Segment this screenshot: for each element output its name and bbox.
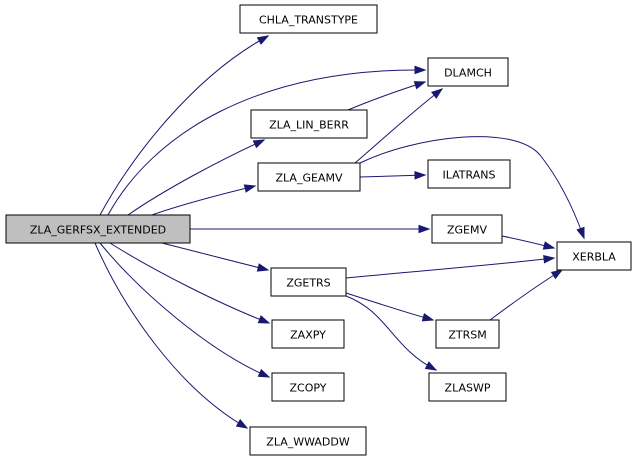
node-box[interactable] — [257, 162, 361, 192]
node-label: ZCOPY — [290, 382, 327, 395]
edge-zla-gerfsx-extended-to-zla-geamv — [151, 184, 257, 216]
edge-zla-gerfsx-extended-to-chla-transtype — [99, 35, 270, 216]
edges-layer — [94, 35, 585, 429]
node-zla-lin-berr[interactable]: ZLA_LIN_BERR — [250, 109, 368, 139]
node-label: XERBLA — [572, 251, 616, 264]
node-box[interactable] — [271, 372, 345, 402]
node-box[interactable] — [431, 214, 503, 244]
edge-arrowhead — [414, 65, 427, 75]
node-dlamch[interactable]: DLAMCH — [427, 57, 509, 87]
edge-arrowhead — [550, 269, 564, 280]
node-label: ZLA_GEAMV — [276, 172, 343, 185]
edge-line — [99, 35, 269, 216]
edge-zla-gerfsx-extended-to-zcopy — [99, 242, 271, 378]
node-box[interactable] — [435, 319, 500, 349]
edge-zgetrs-to-xerbla — [345, 254, 556, 279]
edge-line — [94, 242, 248, 429]
node-box[interactable] — [239, 4, 378, 34]
edge-arrowhead — [421, 312, 435, 322]
node-box[interactable] — [427, 57, 509, 87]
node-label: ZGETRS — [286, 277, 330, 290]
edge-zla-geamv-to-dlamch — [354, 88, 444, 164]
node-label: ILATRANS — [443, 169, 496, 182]
node-box[interactable] — [428, 372, 507, 402]
edge-line — [354, 88, 443, 164]
edge-arrowhead — [256, 263, 270, 272]
edge-line — [347, 81, 426, 111]
edge-arrowhead — [543, 254, 556, 264]
node-zla-wwaddw[interactable]: ZLA_WWADDW — [249, 426, 367, 456]
edge-ztrsm-to-xerbla — [489, 269, 564, 321]
edge-line — [345, 257, 555, 279]
node-label: ZLASWP — [445, 382, 491, 395]
edge-zla-gerfsx-extended-to-zgetrs — [161, 242, 270, 272]
node-label: DLAMCH — [444, 67, 492, 80]
edge-line — [151, 185, 256, 216]
edge-line — [99, 242, 270, 378]
edge-line — [161, 242, 269, 271]
node-ilatrans[interactable]: ILATRANS — [427, 159, 511, 189]
node-box[interactable] — [556, 241, 632, 271]
node-label: CHLA_TRANSTYPE — [259, 14, 358, 27]
edge-zla-gerfsx-extended-to-zla-wwaddw — [94, 242, 249, 429]
edge-line — [489, 269, 563, 321]
node-label: ZLA_LIN_BERR — [269, 119, 349, 132]
node-label: ZLA_GERFSX_EXTENDED — [30, 224, 166, 237]
edge-arrowhead — [243, 184, 257, 193]
node-label: ZTRSM — [448, 329, 486, 342]
edge-arrowhead — [542, 241, 556, 250]
node-label: ZGEMV — [447, 224, 488, 237]
nodes-layer: ZLA_GERFSX_EXTENDED CHLA_TRANSTYPE DLAMCH Z… — [5, 4, 632, 456]
edge-zla-geamv-to-ilatrans — [359, 171, 427, 180]
node-label: ZAXPY — [290, 329, 326, 342]
edge-line — [127, 139, 265, 216]
node-zgetrs[interactable]: ZGETRS — [270, 267, 347, 297]
edge-zla-gerfsx-extended-to-zla-lin-berr — [127, 139, 266, 216]
edge-zgetrs-to-ztrsm — [345, 292, 435, 322]
edge-zla-gerfsx-extended-to-zaxpy — [109, 242, 271, 324]
node-xerbla[interactable]: XERBLA — [556, 241, 632, 271]
edge-arrowhead — [431, 88, 444, 99]
edge-arrowhead — [235, 418, 249, 429]
edge-arrowhead — [252, 139, 266, 149]
node-label: ZLA_WWADDW — [266, 436, 350, 449]
edge-arrowhead — [257, 315, 271, 324]
edge-zla-lin-berr-to-dlamch — [347, 81, 427, 111]
edge-arrowhead — [418, 224, 431, 234]
edge-arrowhead — [424, 361, 438, 371]
node-box[interactable] — [5, 214, 191, 244]
node-chla-transtype[interactable]: CHLA_TRANSTYPE — [239, 4, 378, 34]
node-ztrsm[interactable]: ZTRSM — [435, 319, 500, 349]
node-box[interactable] — [270, 267, 347, 297]
edge-arrowhead — [256, 35, 270, 45]
edge-zla-gerfsx-extended-to-zgemv — [190, 224, 431, 234]
edge-arrowhead — [413, 81, 427, 90]
node-zgemv[interactable]: ZGEMV — [431, 214, 503, 244]
edge-line — [109, 242, 270, 324]
edge-zla-geamv-to-xerbla — [359, 136, 585, 240]
node-zla-geamv[interactable]: ZLA_GEAMV — [257, 162, 361, 192]
edge-arrowhead — [414, 171, 427, 180]
edge-zgetrs-to-zlaswp — [345, 295, 438, 371]
node-box[interactable] — [249, 426, 367, 456]
node-zcopy[interactable]: ZCOPY — [271, 372, 345, 402]
edge-arrowhead — [257, 368, 271, 378]
edge-line — [345, 295, 437, 371]
node-zaxpy[interactable]: ZAXPY — [271, 319, 345, 349]
edge-line — [107, 69, 426, 216]
node-zlaswp[interactable]: ZLASWP — [428, 372, 507, 402]
node-box[interactable] — [250, 109, 368, 139]
node-box[interactable] — [271, 319, 345, 349]
edge-line — [359, 174, 426, 178]
edge-line — [359, 136, 585, 239]
edge-zla-gerfsx-extended-to-dlamch — [107, 65, 427, 216]
edge-zgemv-to-xerbla — [501, 235, 556, 250]
node-zla-gerfsx-extended[interactable]: ZLA_GERFSX_EXTENDED — [5, 214, 191, 244]
edge-arrowhead — [576, 226, 585, 240]
node-box[interactable] — [427, 159, 511, 189]
edge-line — [345, 292, 434, 321]
